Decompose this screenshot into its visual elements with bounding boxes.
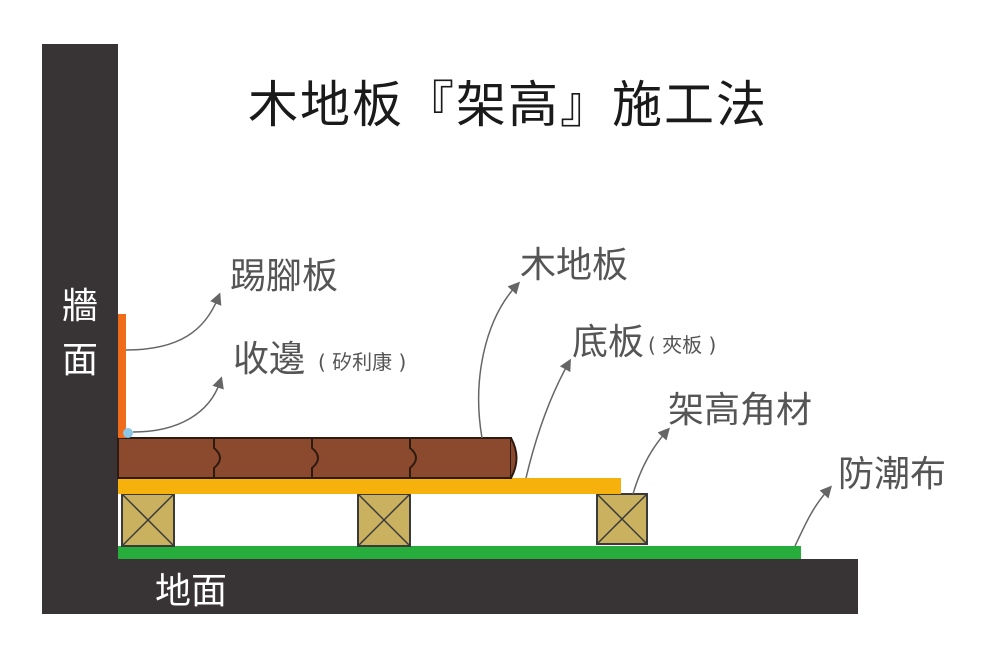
joist (121, 493, 175, 547)
skirting-arrow (125, 292, 222, 351)
joist-label: 架高角材 (668, 390, 812, 431)
skirting-board (118, 314, 126, 438)
joist (357, 493, 411, 547)
sealant-bead (123, 428, 133, 438)
edge-seal-note: ( 矽利康 ) (318, 350, 406, 374)
edge-seal-arrow (132, 376, 224, 433)
base-board-label: 底板 (572, 322, 644, 363)
plank-joint (311, 438, 319, 478)
plank-joint (409, 438, 417, 478)
diagram-title: 木地板『架高』施工法 (248, 76, 768, 134)
moisture-barrier-arrow (794, 485, 832, 547)
moisture-barrier (118, 546, 801, 559)
moisture-barrier-label: 防潮布 (838, 454, 946, 495)
edge-seal-label: 收邊 (233, 339, 305, 380)
ground-label: 地面 (155, 571, 227, 612)
base-board-note: ( 夾板 ) (648, 333, 716, 357)
plank-joint (213, 438, 221, 478)
wood-floor (117, 437, 518, 479)
skirting-label: 踢腳板 (230, 256, 338, 297)
wall-label-top: 牆 (62, 286, 98, 327)
base-board (118, 478, 621, 494)
wall (42, 44, 118, 614)
wood-floor-arrow (477, 281, 521, 439)
joist-arrow (632, 427, 670, 495)
wall-label-bottom: 面 (62, 340, 98, 381)
ground (42, 559, 858, 614)
base-board-arrow (525, 358, 571, 479)
wood-floor-label: 木地板 (520, 245, 628, 286)
joist (596, 493, 648, 545)
